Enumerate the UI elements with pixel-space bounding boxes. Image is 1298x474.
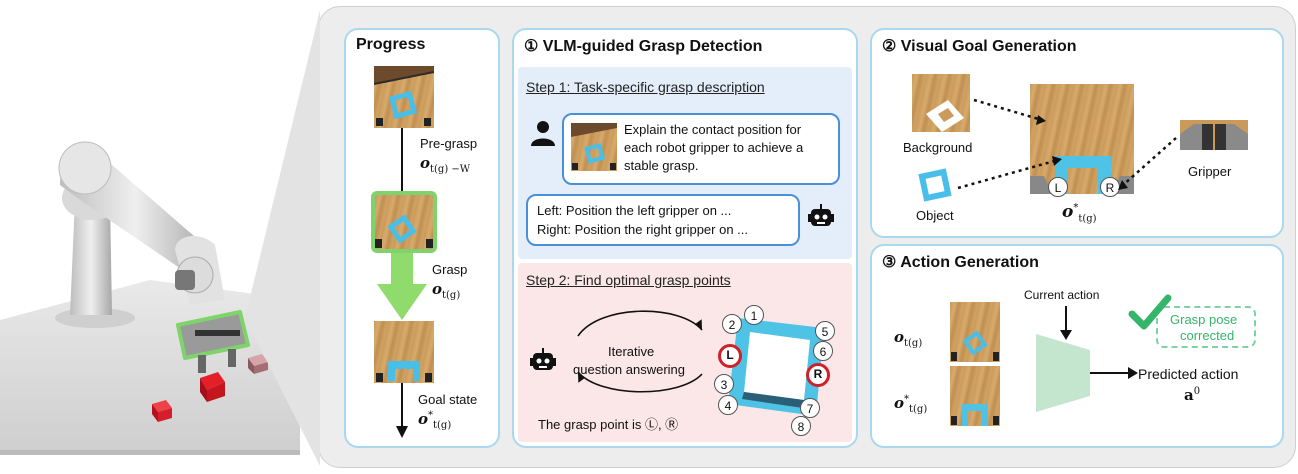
- left-marker: L: [718, 344, 742, 368]
- goal-obs-image: [950, 366, 1000, 426]
- response-left: Left: Position the left gripper on ...: [537, 203, 732, 218]
- goal-state-label: Goal state: [418, 392, 478, 407]
- user-icon: [531, 121, 555, 146]
- action-math: a: [1184, 386, 1194, 404]
- pregrasp-frame: [374, 66, 434, 128]
- background-patch: [912, 74, 970, 132]
- grasp-corrected-badge: [1156, 306, 1256, 348]
- point-6: 6: [813, 341, 833, 361]
- pregrasp-sub: t(g) −W: [430, 164, 471, 175]
- action-goal-sup: *: [904, 394, 910, 405]
- grasp-corrected-line1: Grasp pose: [1170, 312, 1238, 327]
- point-2: 2: [722, 314, 742, 334]
- progress-title: Progress: [356, 36, 426, 53]
- goal-state-math: o: [418, 410, 429, 428]
- gripper-patch: [1180, 120, 1248, 150]
- action-symbol: a0: [1184, 386, 1200, 404]
- goal-state-frame: [374, 321, 434, 383]
- goal-sub: t(g): [1078, 213, 1097, 225]
- grasp-math: o: [432, 280, 443, 298]
- zoom-wedge: [245, 10, 320, 466]
- obs-math: o: [894, 328, 905, 346]
- obs-sub: t(g): [904, 338, 923, 349]
- goal-math: o: [1062, 202, 1074, 222]
- step2-title: Step 2: Find optimal grasp points: [526, 272, 731, 288]
- grasp-label: Grasp: [432, 262, 468, 277]
- point-4: 4: [718, 395, 738, 415]
- goal-symbol: o*t(g): [1062, 202, 1097, 224]
- pregrasp-label: Pre-grasp: [420, 136, 478, 151]
- vlm-grasp-title: ① VLM-guided Grasp Detection: [524, 38, 763, 55]
- goal-state-sup: *: [428, 410, 434, 421]
- grasp-answer: The grasp point is Ⓛ, Ⓡ: [538, 417, 679, 432]
- goal-sup: *: [1073, 202, 1079, 214]
- robot-icon-step1: [808, 204, 834, 226]
- grasp-corrected-line2: corrected: [1180, 328, 1235, 343]
- point-3: 3: [714, 374, 734, 394]
- prompt-text: Explain the contact position for each ro…: [624, 122, 804, 173]
- action-title: ③ Action Generation: [882, 254, 1039, 271]
- action-goal-math: o: [894, 394, 905, 412]
- goal-left-marker: L: [1048, 177, 1068, 197]
- visual-goal-title: ② Visual Goal Generation: [882, 38, 1077, 55]
- prompt-thumbnail: [571, 123, 617, 171]
- pregrasp-math: o: [420, 154, 431, 172]
- right-marker: R: [806, 363, 830, 387]
- iterative-loop-arrows: [577, 310, 703, 393]
- action-goal-sub: t(g): [909, 404, 928, 415]
- goal-state-sub: t(g): [433, 420, 452, 431]
- goal-state-symbol: o*t(g): [418, 410, 451, 431]
- grasp-object-diagram: [728, 318, 824, 416]
- action-network: [1036, 306, 1138, 412]
- step1-title: Step 1: Task-specific grasp description: [526, 79, 765, 95]
- grasp-symbol: ot(g): [432, 280, 460, 301]
- goal-right-marker: R: [1100, 177, 1120, 197]
- goal-dotted-arrows: [957, 98, 1177, 190]
- gripper-label: Gripper: [1188, 164, 1232, 179]
- obs-image: [950, 302, 1000, 362]
- loop-text-line2: question answering: [573, 362, 686, 377]
- response-right: Right: Position the right gripper on ...: [537, 222, 749, 237]
- point-7: 7: [800, 398, 820, 418]
- action-goal-symbol: o*t(g): [894, 394, 927, 415]
- grasp-sub: t(g): [442, 290, 461, 301]
- predicted-action-label: Predicted action: [1138, 366, 1239, 382]
- goal-image: [1030, 84, 1134, 194]
- object-label: Object: [916, 208, 954, 223]
- grasp-frame: [371, 191, 437, 253]
- response-bubble: [526, 194, 800, 246]
- point-5: 5: [815, 321, 835, 341]
- robot-icon-step2: [530, 348, 556, 370]
- obs-symbol: ot(g): [894, 328, 922, 349]
- point-8: 8: [791, 416, 811, 436]
- progress-timeline: [377, 128, 427, 438]
- robot-arm-scene: [0, 141, 300, 455]
- point-1: 1: [744, 305, 764, 325]
- pregrasp-symbol: ot(g) −W: [420, 154, 470, 175]
- loop-text-line1: Iterative: [608, 344, 655, 359]
- checkmark-icon: [1128, 294, 1172, 330]
- background-label: Background: [903, 140, 973, 155]
- object-patch: [918, 168, 952, 202]
- action-sup: 0: [1193, 386, 1201, 397]
- current-action-label: Current action: [1024, 288, 1100, 302]
